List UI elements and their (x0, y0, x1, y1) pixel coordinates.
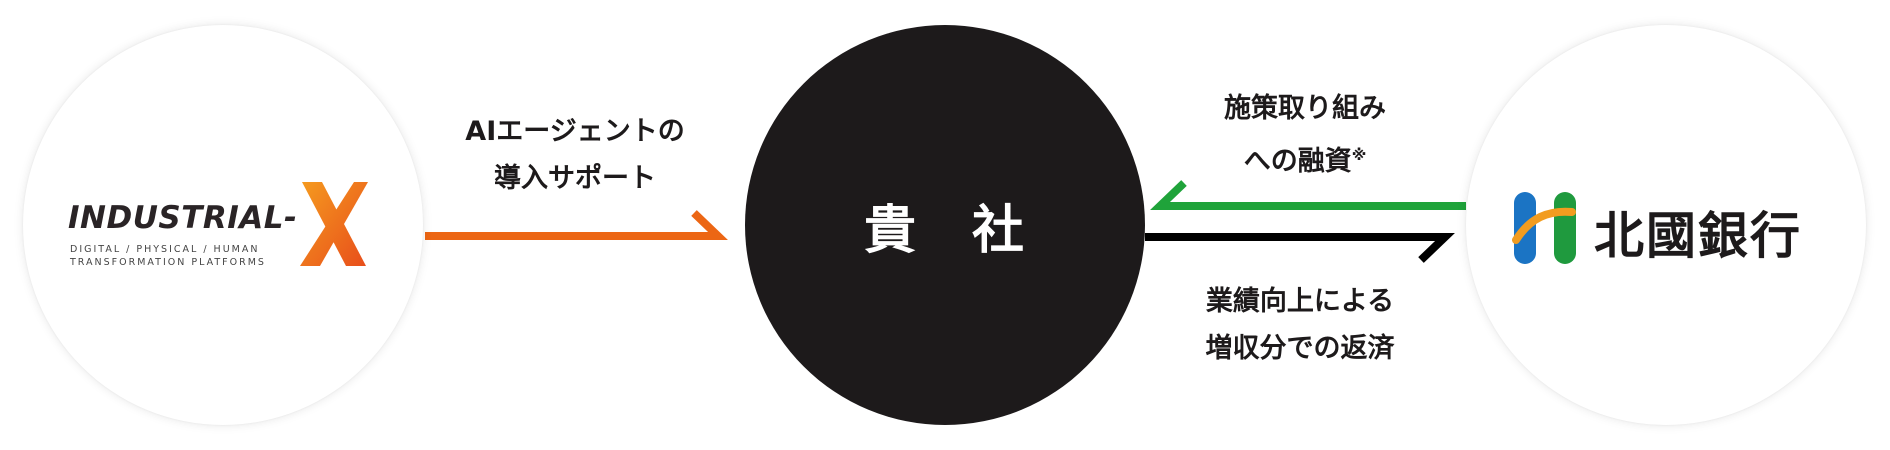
financing-label-line2-wrap: への融資※ (1175, 132, 1435, 185)
financing-arrow (1150, 180, 1466, 210)
industrial-x-tagline-2: TRANSFORMATION PLATFORMS (70, 257, 266, 268)
industrial-x-tagline-1: DIGITAL / PHYSICAL / HUMAN (70, 244, 260, 255)
repayment-label-line1: 業績向上による (1205, 286, 1395, 317)
financing-label-line1: 施策取り組み (1224, 93, 1386, 124)
industrial-x-logo: INDUSTRIAL- DIGITAL / PHYSICAL / HUMAN T… (68, 182, 398, 282)
financing-label-line2: への融資 (1243, 146, 1352, 177)
hokkoku-bank-name: 北國銀行 (1594, 207, 1802, 265)
repayment-label-line2: 増収分での返済 (1205, 333, 1395, 364)
support-label-line2: 導入サポート (494, 163, 656, 194)
financing-label: 施策取り組み への融資※ (1175, 85, 1435, 185)
financing-note-mark: ※ (1351, 146, 1367, 164)
client-company-label: 貴 社 (863, 200, 1026, 261)
client-company-circle: 貴 社 (745, 25, 1145, 425)
support-label: AIエージェントの 導入サポート (440, 108, 710, 202)
support-arrow (425, 210, 728, 240)
support-label-line1: AIエージェントの (465, 116, 685, 147)
industrial-x-circle (23, 25, 423, 425)
industrial-x-x-mark (300, 182, 368, 266)
repayment-label: 業績向上による 増収分での返済 (1155, 278, 1445, 372)
industrial-x-wordmark: INDUSTRIAL- (68, 200, 298, 236)
hokkoku-bank-logo: 北國銀行 (1512, 190, 1832, 270)
hokkoku-bank-mark-icon (1512, 192, 1576, 264)
repayment-arrow (1145, 233, 1455, 263)
